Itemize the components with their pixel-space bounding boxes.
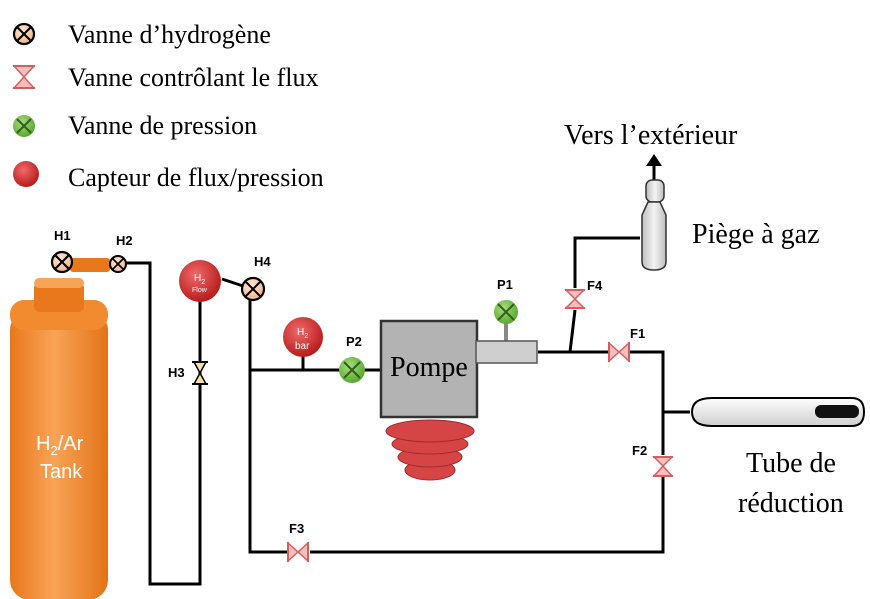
tag-f3: F3 (289, 521, 304, 536)
pressure-sensor: H2 bar (283, 317, 323, 357)
valve-f4[interactable] (564, 289, 586, 309)
valve-h4[interactable] (240, 276, 266, 302)
tag-h1: H1 (54, 228, 71, 243)
legend-sensor-label: Capteur de flux/pression (68, 163, 324, 192)
outside-label: Vers l’extérieur (564, 120, 738, 151)
pump-label: Pompe (390, 352, 468, 383)
valve-h2[interactable] (109, 255, 127, 273)
pump: Pompe (379, 319, 538, 481)
flow-sensor: H2 Flow (179, 260, 221, 302)
valve-h3[interactable] (192, 361, 208, 385)
h2-ar-tank: H2/Ar Tank (10, 258, 110, 599)
tank-label-line1: H2/Ar (36, 433, 84, 458)
tag-p1: P1 (497, 277, 513, 292)
red-sphere-icon (13, 161, 39, 187)
pressure-sensor-label: bar (295, 341, 310, 352)
reduction-tube-label-line2: réduction (738, 488, 844, 519)
tag-h2: H2 (116, 233, 133, 248)
tag-h3: H3 (168, 365, 185, 380)
legend-flow-valve-label: Vanne contrôlant le flux (68, 63, 319, 92)
valve-p1[interactable] (494, 300, 518, 342)
tag-f2: F2 (632, 443, 647, 458)
reduction-tube-label-line1: Tube de (746, 448, 836, 479)
legend: Vanne d’hydrogène Vanne contrôlant le fl… (12, 20, 324, 192)
legend-pressure-valve-label: Vanne de pression (68, 111, 257, 140)
tag-h4: H4 (254, 254, 271, 269)
svg-text:H2: H2 (297, 327, 308, 340)
tag-f1: F1 (630, 326, 645, 341)
tag-f4: F4 (587, 278, 603, 293)
circle-x-icon (12, 22, 36, 46)
valve-p2[interactable] (339, 357, 365, 383)
legend-hydrogen-valve-label: Vanne d’hydrogène (68, 20, 271, 49)
valve-f2[interactable] (652, 456, 674, 477)
valve-h1[interactable] (50, 250, 74, 274)
svg-text:H2: H2 (194, 273, 205, 286)
gas-trap-label: Piège à gaz (692, 219, 820, 250)
bowtie-valve-icon (12, 65, 36, 89)
green-circle-x-icon (13, 115, 35, 137)
flow-sensor-label: Flow (192, 287, 208, 294)
tank-label-line2: Tank (40, 461, 83, 483)
gas-trap (641, 154, 667, 271)
valve-f3[interactable] (287, 541, 309, 563)
reduction-tube (690, 397, 866, 427)
valve-f1[interactable] (608, 341, 630, 363)
tag-p2: P2 (346, 334, 362, 349)
